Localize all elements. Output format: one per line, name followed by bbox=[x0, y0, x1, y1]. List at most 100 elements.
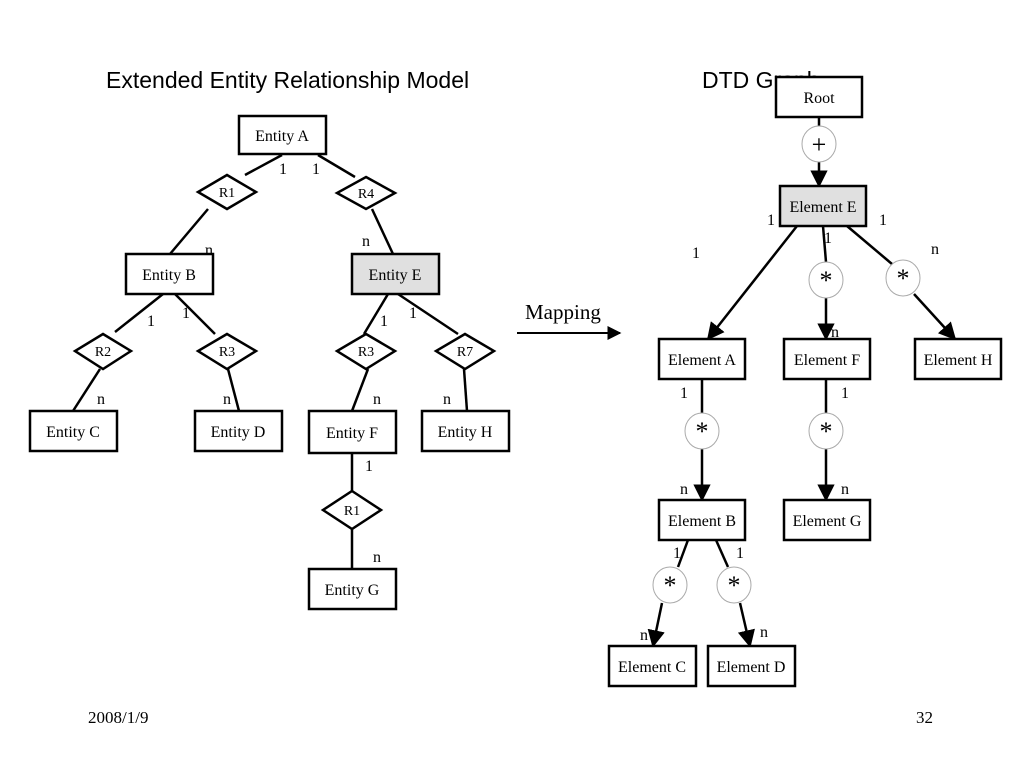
entity-f: Entity F bbox=[307, 409, 398, 455]
eer-cardinalities: 1 1 n n 1 1 n n 1 1 n n 1 n bbox=[97, 161, 451, 566]
dtd-element-a-label: Element A bbox=[668, 352, 736, 369]
card-r4-e: n bbox=[362, 233, 370, 250]
card-e-left: 1 bbox=[767, 212, 775, 229]
dtd-edges bbox=[647, 117, 957, 648]
card-r3-f: n bbox=[373, 391, 381, 408]
edge-r3-d bbox=[226, 368, 241, 412]
card-b-r2: 1 bbox=[147, 313, 155, 330]
card-a-r1: 1 bbox=[279, 161, 287, 178]
dtd-element-h-label: Element H bbox=[924, 352, 993, 369]
entity-d-label: Entity D bbox=[211, 424, 266, 441]
entity-h: Entity H bbox=[420, 409, 511, 453]
dtd-cardinalities: 1 1 1 n 1 n 1 1 n n 1 1 n n bbox=[640, 212, 939, 644]
entity-g-label: Entity G bbox=[325, 582, 380, 599]
relationship-r1-bottom: R1 bbox=[320, 489, 384, 531]
entity-b-label: Entity B bbox=[142, 267, 196, 284]
card-a-1: 1 bbox=[680, 385, 688, 402]
relationship-r1-bottom-label: R1 bbox=[344, 504, 360, 519]
star-symbol-h-label: * bbox=[897, 264, 910, 293]
card-c-n: n bbox=[640, 627, 648, 644]
card-e-r3: 1 bbox=[380, 313, 388, 330]
star-symbol-f: * bbox=[808, 261, 844, 299]
relationship-r1-top: R1 bbox=[195, 173, 259, 211]
mapping-label: Mapping bbox=[525, 300, 601, 324]
card-f-1: 1 bbox=[841, 385, 849, 402]
relationship-r3-right-label: R3 bbox=[358, 345, 374, 360]
dtd-element-h: Element H bbox=[913, 337, 1003, 381]
footer-date: 2008/1/9 bbox=[88, 708, 149, 727]
star-symbol-ab-label: * bbox=[696, 417, 709, 446]
card-b-1-left: 1 bbox=[673, 545, 681, 562]
entity-a-label: Entity A bbox=[255, 128, 309, 145]
edge-e-r7 bbox=[397, 292, 459, 336]
dtd-element-c-label: Element C bbox=[618, 659, 686, 676]
card-e-h-n: n bbox=[931, 241, 939, 258]
entity-g: Entity G bbox=[307, 567, 398, 611]
star-symbol-bc-label: * bbox=[664, 571, 677, 600]
card-b-n: n bbox=[680, 481, 688, 498]
edge-e-a bbox=[706, 225, 798, 341]
card-r2-c: n bbox=[97, 391, 105, 408]
star-symbol-bd-label: * bbox=[728, 571, 741, 600]
relationship-r4: R4 bbox=[334, 175, 398, 211]
dtd-element-c: Element C bbox=[607, 644, 698, 688]
edge-r4-e bbox=[370, 208, 395, 255]
plus-symbol: + bbox=[801, 125, 837, 163]
edge-e-star-h bbox=[846, 225, 893, 265]
edge-a-r4 bbox=[317, 153, 356, 179]
edge-a-r1 bbox=[244, 153, 283, 177]
edge-b-star-c bbox=[676, 539, 690, 568]
edge-b-star-d bbox=[714, 539, 730, 568]
star-symbol-bd: * bbox=[716, 566, 752, 604]
card-b-1-right: 1 bbox=[736, 545, 744, 562]
relationship-r3-left: R3 bbox=[195, 332, 259, 371]
relationship-r7: R7 bbox=[433, 332, 497, 371]
star-symbol-h: * bbox=[885, 259, 921, 297]
dtd-element-e-label: Element E bbox=[789, 199, 856, 216]
entity-f-label: Entity F bbox=[326, 425, 378, 442]
card-r1-b: n bbox=[205, 242, 213, 259]
dtd-element-f-label: Element F bbox=[794, 352, 860, 369]
relationship-r4-label: R4 bbox=[358, 187, 374, 202]
relationship-r3-left-label: R3 bbox=[219, 345, 235, 360]
footer-page-number: 32 bbox=[916, 708, 933, 727]
plus-symbol-label: + bbox=[812, 130, 827, 159]
dtd-element-f: Element F bbox=[782, 337, 872, 381]
relationship-r1-top-label: R1 bbox=[219, 186, 235, 201]
dtd-root-label: Root bbox=[803, 90, 835, 107]
dtd-element-b: Element B bbox=[657, 498, 747, 542]
edge-star-c bbox=[647, 602, 665, 648]
entity-c: Entity C bbox=[28, 409, 119, 453]
entity-a: Entity A bbox=[237, 114, 328, 156]
card-b-r3: 1 bbox=[182, 305, 190, 322]
dtd-element-d-label: Element D bbox=[717, 659, 786, 676]
card-f-r1: 1 bbox=[365, 458, 373, 475]
star-symbol-bc: * bbox=[652, 566, 688, 604]
star-symbol-fg-label: * bbox=[820, 417, 833, 446]
edge-e-r3 bbox=[362, 293, 390, 335]
entity-d: Entity D bbox=[193, 409, 284, 453]
star-symbol-f-label: * bbox=[820, 266, 833, 295]
entity-e: Entity E bbox=[350, 252, 441, 296]
dtd-element-g: Element G bbox=[782, 498, 872, 542]
card-f-n: n bbox=[831, 324, 839, 341]
dtd-element-b-label: Element B bbox=[668, 513, 736, 530]
card-e-mid: 1 bbox=[824, 230, 832, 247]
mapping-arrow: Mapping bbox=[517, 300, 622, 340]
relationship-r2: R2 bbox=[72, 332, 134, 371]
dtd-element-e: Element E bbox=[778, 184, 868, 228]
entity-e-label: Entity E bbox=[369, 267, 422, 284]
dtd-element-g-label: Element G bbox=[793, 513, 862, 530]
card-r7-h: n bbox=[443, 391, 451, 408]
edge-r3-f bbox=[350, 368, 370, 412]
relationship-r7-label: R7 bbox=[457, 345, 473, 360]
card-e-r7: 1 bbox=[409, 305, 417, 322]
edge-r2-c bbox=[71, 368, 102, 412]
eer-model-title: Extended Entity Relationship Model bbox=[106, 67, 470, 93]
card-r1-g: n bbox=[373, 549, 381, 566]
entity-c-label: Entity C bbox=[46, 424, 100, 441]
card-a-side-1: 1 bbox=[692, 245, 700, 262]
card-e-right: 1 bbox=[879, 212, 887, 229]
relationship-r3-right: R3 bbox=[334, 332, 398, 371]
